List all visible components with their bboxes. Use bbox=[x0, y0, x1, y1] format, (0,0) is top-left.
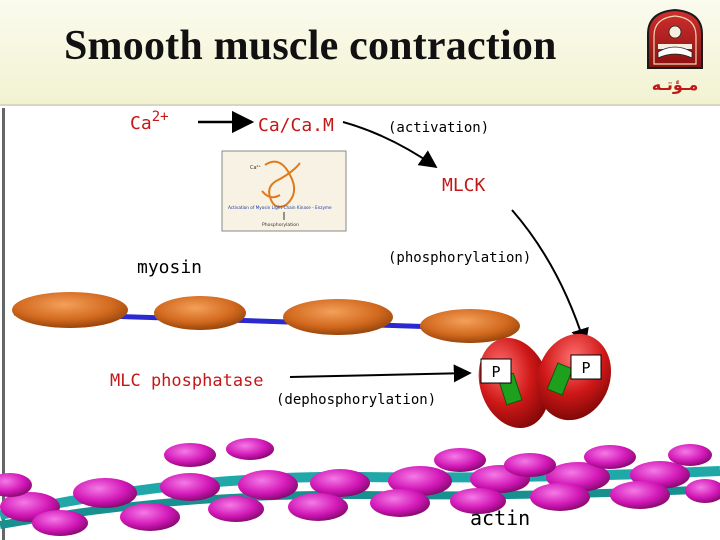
actin-bead bbox=[668, 444, 712, 466]
actin-bead bbox=[160, 473, 220, 501]
actin-bead bbox=[610, 481, 670, 509]
p-label-left: P bbox=[491, 363, 500, 381]
actin-bead bbox=[208, 496, 264, 522]
slide-title: Smooth muscle contraction bbox=[64, 23, 557, 69]
dephosphorylation-label: (dephosphorylation) bbox=[276, 392, 436, 408]
slide-header bbox=[0, 0, 720, 105]
actin-bead bbox=[164, 443, 216, 467]
mlck-inset-figure: Ca²⁺ Activation of Myosin Light-Chain Ki… bbox=[221, 150, 347, 232]
university-crest-icon: مـؤتـه bbox=[647, 8, 703, 94]
ca-label: Ca2+ bbox=[130, 109, 169, 134]
logo-text: مـؤتـه bbox=[652, 75, 699, 94]
actin-bead bbox=[434, 448, 486, 472]
actin-bead bbox=[530, 483, 590, 511]
actin-filament bbox=[0, 438, 720, 536]
actin-bead bbox=[450, 488, 506, 514]
myosin-label: myosin bbox=[137, 257, 202, 278]
actin-label: actin bbox=[470, 506, 530, 530]
contraction-diagram: Ca2+ Ca/Ca.M (activation) MLCK Ca²⁺ Acti… bbox=[0, 109, 720, 536]
phosphate-box-right bbox=[570, 354, 602, 380]
actin-bead bbox=[388, 466, 452, 496]
mlck-label: MLCK bbox=[442, 175, 486, 196]
actin-bead bbox=[504, 453, 556, 477]
inset-ca-small: Ca²⁺ bbox=[250, 165, 262, 171]
dephosphorylation-arrow bbox=[289, 364, 472, 383]
myosin-heads: P P bbox=[478, 333, 612, 428]
frame-left-rule bbox=[2, 108, 5, 540]
actin-bead bbox=[0, 473, 32, 497]
mlc-phosphatase-label: MLC phosphatase bbox=[110, 371, 264, 391]
myosin-segment bbox=[154, 296, 246, 330]
phosphorylation-label: (phosphorylation) bbox=[388, 250, 531, 266]
myosin-filament bbox=[12, 292, 520, 343]
actin-bead bbox=[120, 503, 180, 531]
myosin-segment bbox=[283, 299, 393, 335]
actin-bead bbox=[370, 489, 430, 517]
myosin-segment bbox=[12, 292, 128, 328]
light-chain-right bbox=[546, 362, 574, 396]
actin-bead bbox=[226, 438, 274, 460]
phosphate-box-left bbox=[480, 358, 512, 384]
actin-bead bbox=[288, 493, 348, 521]
actin-bead bbox=[685, 479, 720, 503]
activation-label: (activation) bbox=[388, 120, 489, 136]
header-divider bbox=[0, 104, 720, 106]
actin-bead bbox=[584, 445, 636, 469]
actin-bead bbox=[32, 510, 88, 536]
phosphorylation-arrow bbox=[511, 209, 589, 347]
inset-caption: Activation of Myosin Light-Chain Kinase … bbox=[228, 205, 332, 210]
p-label-right: P bbox=[581, 359, 590, 377]
cam-label: Ca/Ca.M bbox=[258, 115, 334, 136]
activation-arrow bbox=[342, 121, 438, 169]
myosin-segment bbox=[420, 309, 520, 343]
inset-arrow-caption: Phosphorylation bbox=[262, 222, 299, 228]
actin-bead bbox=[310, 469, 370, 497]
actin-bead bbox=[238, 470, 298, 500]
actin-bead bbox=[73, 478, 137, 508]
